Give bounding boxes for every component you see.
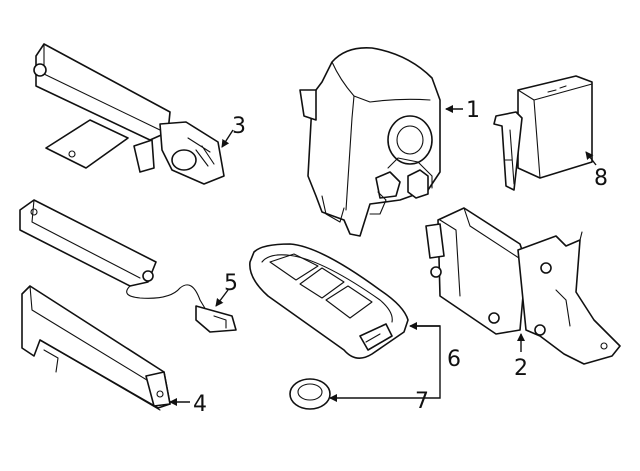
part-3-antenna[interactable] (33, 43, 225, 185)
leader-3 (221, 129, 234, 148)
callout-5: 5 (224, 271, 238, 296)
part-1-ignition-module[interactable] (299, 46, 441, 237)
callout-4: 4 (193, 392, 207, 417)
callout-6: 6 (447, 347, 461, 372)
callout-7: 7 (415, 389, 429, 414)
leader-5 (215, 289, 229, 307)
part-4-antenna-module[interactable] (21, 285, 171, 411)
part-6-key-fob[interactable] (249, 243, 409, 359)
part-8-control-module[interactable] (493, 75, 593, 191)
callout-1: 1 (466, 98, 480, 123)
part-2-control-unit[interactable] (425, 207, 621, 365)
leader-8 (585, 151, 597, 166)
callout-8: 8 (594, 166, 608, 191)
callout-3: 3 (232, 114, 246, 139)
part-5-antenna-harness[interactable] (19, 199, 237, 333)
callout-2: 2 (514, 356, 528, 381)
part-7-battery[interactable] (289, 378, 331, 410)
